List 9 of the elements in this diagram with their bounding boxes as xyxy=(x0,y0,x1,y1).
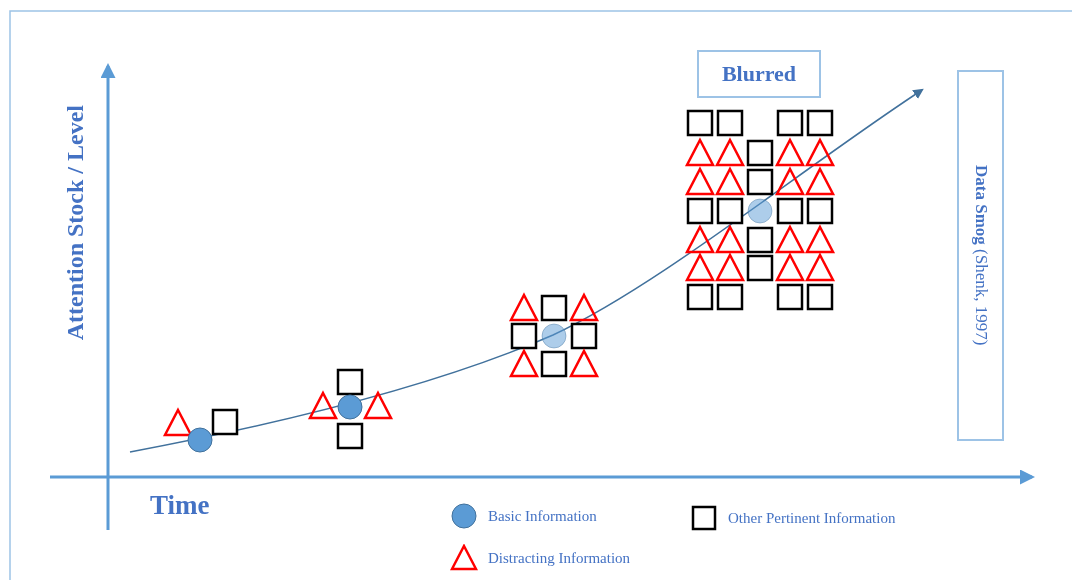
legend-label: Distracting Information xyxy=(488,549,631,567)
axis-title: Time xyxy=(150,490,210,521)
axis-title: Attention Stock / Level xyxy=(62,105,89,341)
box-text: Data Smog (Shenk, 1997) xyxy=(970,165,991,346)
legend-label: Basic Information xyxy=(488,507,597,525)
text-box xyxy=(697,50,821,98)
legend-label: Other Pertinent Information xyxy=(728,509,896,527)
box-text: Blurred xyxy=(721,61,797,87)
vertical-text-box xyxy=(957,70,1004,441)
